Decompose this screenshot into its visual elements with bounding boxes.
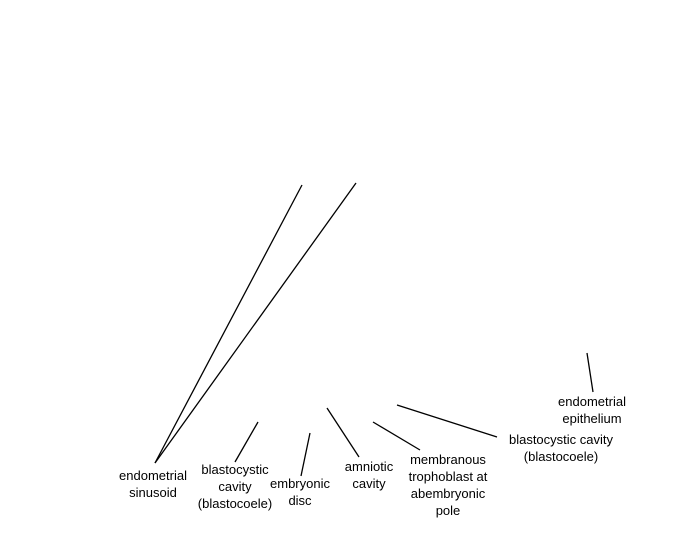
label-line: endometrial — [119, 468, 187, 483]
leader-line-blastocystic-cavity-right — [396, 404, 498, 438]
label-membranous-trophoblast: membranous trophoblast at abembryonic po… — [402, 451, 494, 519]
label-endometrial-epithelium: endometrial epithelium — [552, 393, 632, 427]
label-blastocystic-cavity-right: blastocystic cavity (blastocoele) — [498, 431, 624, 465]
leader-line-membranous-trophoblast — [372, 421, 421, 451]
label-line: (blastocoele) — [523, 449, 599, 464]
label-line: cavity — [352, 476, 386, 491]
label-line: abembryonic — [410, 486, 486, 501]
label-endometrial-sinusoid: endometrial sinusoid — [108, 467, 198, 501]
label-line: sinusoid — [129, 485, 177, 500]
label-line: cavity — [218, 479, 252, 494]
label-line: blastocystic cavity — [508, 432, 614, 447]
label-line: blastocystic — [201, 462, 269, 477]
label-amniotic-cavity: amniotic cavity — [337, 458, 401, 492]
label-line: epithelium — [562, 411, 622, 426]
label-line: amniotic — [344, 459, 394, 474]
label-line: pole — [435, 503, 461, 518]
label-line: trophoblast at — [408, 469, 488, 484]
label-line: membranous — [410, 452, 486, 467]
leader-line-blastocystic-cavity-left — [234, 421, 259, 463]
label-embryonic-disc: embryonic disc — [262, 475, 338, 509]
leader-line-endometrial-epithelium — [586, 352, 594, 393]
leader-line-amniotic-cavity — [326, 407, 360, 458]
label-line: (blastocoele) — [197, 496, 273, 511]
leader-line-sinusoid-lower — [154, 182, 357, 464]
label-line: disc — [288, 493, 312, 508]
leader-line-sinusoid-upper — [154, 184, 303, 464]
leader-line-embryonic-disc — [300, 432, 311, 477]
label-line: endometrial — [558, 394, 626, 409]
label-blastocystic-cavity-left: blastocystic cavity (blastocoele) — [189, 461, 281, 512]
label-line: embryonic — [270, 476, 330, 491]
